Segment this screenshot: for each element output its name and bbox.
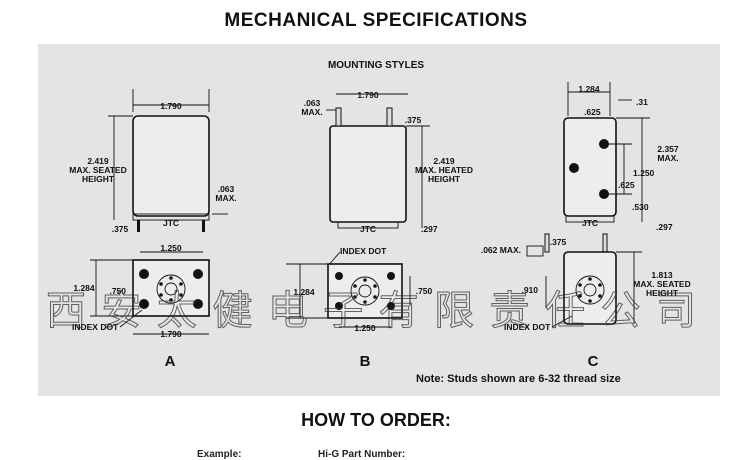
style-c-height-line-1: 2.357: [657, 144, 679, 154]
style-c-stud-max-dim: .062 MAX.: [481, 245, 521, 255]
style-c-height2-line-3: HEIGHT: [646, 288, 679, 298]
style-a-index-dot-label: INDEX DOT: [72, 322, 119, 332]
style-a-height-line-2: MAX. SEATED: [69, 165, 126, 175]
style-c-width-dim: 1.284: [578, 84, 600, 94]
style-a-height-line-1: 2.419: [87, 156, 109, 166]
style-b-logo: JTC: [360, 224, 376, 234]
mechanical-drawing: MOUNTING STYLES JTC 1.790 2.419 MAX. SEA…: [46, 60, 697, 385]
style-a-stud-height-line-2: MAX.: [215, 193, 236, 203]
style-c-hole-lower-dim: .625: [618, 180, 635, 190]
style-c-bottom-view: [563, 251, 617, 325]
part-number-label: Hi-G Part Number:: [318, 449, 406, 460]
style-c-drawing: 1.284 .31 .625 JTC 2.357 MAX. 1.250 .625…: [481, 82, 691, 370]
style-c-bottom-dim: .297: [656, 222, 673, 232]
style-a-stud-left: [137, 220, 140, 232]
thread-note: Note: Studs shown are 6-32 thread size: [416, 373, 621, 385]
style-b-top-line-2: MAX.: [301, 107, 322, 117]
how-to-order-heading: HOW TO ORDER:: [301, 410, 451, 430]
style-a-stud-height-line-1: .063: [218, 184, 235, 194]
mounting-styles-label: MOUNTING STYLES: [328, 60, 424, 71]
style-a-logo: JTC: [163, 218, 179, 228]
style-b-height-line-1: 2.419: [433, 156, 455, 166]
style-c-right-dim: .31: [636, 97, 648, 107]
style-c-index-dot-label: INDEX DOT: [504, 322, 551, 332]
style-a-drawing: JTC 1.790 2.419 MAX. SEATED HEIGHT .063 …: [69, 89, 237, 370]
style-a-label: A: [165, 353, 176, 370]
style-b-spacing-dim: 1.250: [354, 323, 376, 333]
style-c-inner-dim: .910: [521, 285, 538, 295]
style-a-stud-right: [202, 220, 205, 232]
style-c-height2-line-2: MAX. SEATED: [633, 279, 690, 289]
style-b-bottom-dim: .297: [421, 224, 438, 234]
style-a-bottom-width-dim: 1.790: [160, 329, 182, 339]
style-a-depth-dim: 1.284: [73, 283, 95, 293]
style-c-label: C: [588, 353, 599, 370]
style-a-spacing-dim: 1.250: [160, 243, 182, 253]
style-a-inner-dim: .750: [109, 286, 126, 296]
style-c-hole-spacing-dim: 1.250: [633, 168, 655, 178]
style-b-stud-right: [386, 107, 393, 127]
style-b-body: [329, 125, 407, 223]
style-c-hole-offset-dim: .625: [584, 107, 601, 117]
style-c-height2-line-1: 1.813: [651, 270, 673, 280]
style-a-stud-len-dim: .375: [112, 224, 129, 234]
style-b-stud-left: [335, 107, 342, 127]
style-b-label: B: [360, 353, 371, 370]
style-a-width-dim: 1.790: [160, 101, 182, 111]
style-b-width-dim: 1.790: [357, 90, 379, 100]
style-b-index-dot-label: INDEX DOT: [340, 246, 387, 256]
example-label: Example:: [197, 449, 242, 460]
style-a-base: [132, 213, 210, 221]
style-b-depth-dim: 1.284: [293, 287, 315, 297]
style-b-height-line-3: HEIGHT: [428, 174, 461, 184]
style-b-top-line-1: .063: [304, 98, 321, 108]
style-a-body: [132, 115, 210, 217]
style-b-stud-len-dim: .375: [405, 115, 422, 125]
drawing-panel: MOUNTING STYLES JTC 1.790 2.419 MAX. SEA…: [38, 44, 720, 396]
style-c-low-dim: .530: [632, 202, 649, 212]
style-a-height-line-3: HEIGHT: [82, 174, 115, 184]
style-c-logo: JTC: [582, 218, 598, 228]
style-b-height-line-2: MAX. HEATED: [415, 165, 473, 175]
style-b-inner-dim: .750: [416, 286, 433, 296]
page-title: MECHANICAL SPECIFICATIONS: [224, 10, 528, 31]
style-c-height-line-2: MAX.: [657, 153, 678, 163]
style-c-stud-len-dim: .375: [550, 237, 567, 247]
style-b-drawing: JTC .063 MAX. 1.790 .375 2.419 MAX. HEAT…: [286, 90, 473, 370]
